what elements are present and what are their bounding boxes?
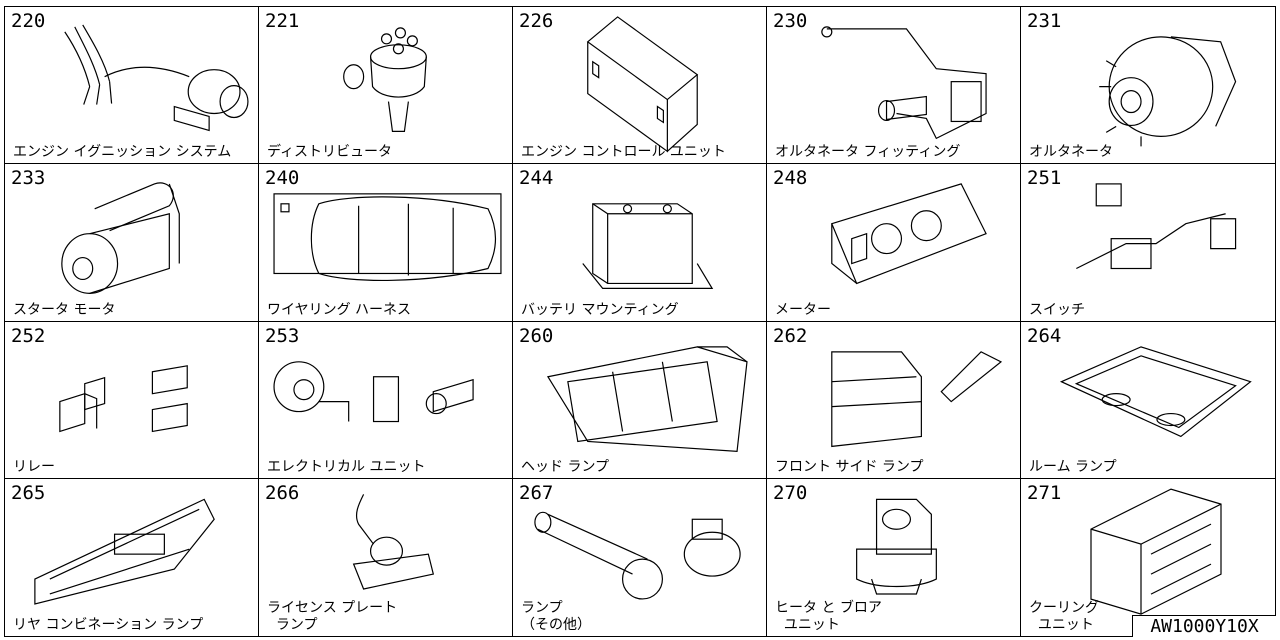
relay-icon	[59, 364, 188, 432]
category-name: エンジン イグニッション システム	[13, 144, 232, 161]
category-cell-233[interactable]: 233 スタータ モータ	[5, 164, 259, 322]
category-name: バッテリ マウンティング	[521, 301, 679, 318]
category-name: スタータ モータ	[13, 301, 116, 318]
alternator-fitting-icon	[821, 26, 987, 140]
category-name: エンジン コントロール ユニット	[521, 144, 726, 161]
catalog-reference-code: AW1000Y10X	[1132, 615, 1276, 637]
category-code: 220	[11, 10, 46, 32]
wiring-harness-icon	[273, 193, 502, 282]
category-code: 260	[519, 324, 554, 347]
distributor-icon	[343, 27, 427, 132]
license-plate-lamp-icon	[352, 493, 435, 590]
category-name: ルーム ランプ	[1029, 458, 1117, 475]
category-cell-240[interactable]: 240 ワイヤリング ハーネス	[259, 164, 513, 322]
category-name: オルタネータ フィッティング	[775, 144, 961, 161]
head-lamp-icon	[546, 345, 748, 452]
switch-icon	[1076, 183, 1237, 270]
category-code: 270	[773, 481, 808, 504]
category-cell-271[interactable]: 271 クーリング ユニット	[1021, 479, 1275, 636]
category-cell-262[interactable]: 262 フロント サイド ランプ	[767, 321, 1021, 479]
heater-blower-unit-icon	[856, 498, 937, 595]
category-name: ヒータ と ブロア ユニット	[775, 600, 882, 633]
category-cell-248[interactable]: 248 メーター	[767, 164, 1021, 322]
ignition-system-icon	[64, 24, 249, 132]
category-name: クーリング ユニット	[1029, 600, 1099, 633]
category-name: ライセンス プレート ランプ	[267, 600, 398, 633]
category-code: 267	[519, 481, 554, 504]
category-code: 221	[265, 10, 300, 32]
cooling-unit-icon	[1090, 488, 1222, 615]
room-lamp-icon	[1059, 345, 1252, 437]
engine-control-unit-icon	[586, 16, 699, 153]
category-name: オルタネータ	[1029, 144, 1113, 161]
category-name: スイッチ	[1029, 301, 1085, 318]
category-code: 231	[1027, 10, 1062, 32]
category-cell-251[interactable]: 251 スイッチ	[1021, 164, 1275, 322]
lamp-other-icon	[534, 511, 741, 600]
category-name: エレクトリカル ユニット	[267, 458, 426, 475]
category-cell-253[interactable]: 253 エレクトリカル ユニット	[259, 321, 513, 479]
battery-mounting-icon	[582, 203, 714, 290]
category-name: フロント サイド ランプ	[775, 458, 924, 475]
category-cell-260[interactable]: 260 ヘッド ランプ	[513, 321, 767, 479]
category-cell-270[interactable]: 270 ヒータ と ブロア ユニット	[767, 478, 1021, 636]
meter-icon	[830, 183, 987, 285]
category-cell-231[interactable]: 231 オルタネータ	[1021, 7, 1275, 165]
category-code: 226	[519, 10, 554, 32]
category-cell-265[interactable]: 265 リヤ コンビネーション ランプ	[5, 478, 259, 636]
starter-motor-icon	[61, 182, 180, 295]
category-code: 262	[773, 324, 808, 347]
parts-category-grid: 220 エンジン イグニッション システム 221 ディストリビュータ 226 …	[4, 6, 1276, 637]
category-cell-266[interactable]: 266 ライセンス プレート ランプ	[259, 478, 513, 636]
category-name: メーター	[775, 301, 831, 318]
category-code: 264	[1027, 324, 1062, 347]
category-name: リヤ コンビネーション ランプ	[13, 617, 204, 633]
electrical-unit-icon	[273, 360, 474, 422]
category-code: 244	[519, 167, 554, 190]
category-code: 230	[773, 10, 808, 32]
category-code: 253	[265, 324, 300, 347]
category-name: リレー	[13, 458, 55, 475]
category-code: 252	[11, 324, 46, 347]
category-cell-244[interactable]: 244 バッテリ マウンティング	[513, 164, 767, 322]
alternator-icon	[1099, 36, 1237, 147]
category-code: 271	[1027, 481, 1062, 504]
category-name: ディストリビュータ	[267, 144, 393, 161]
category-code: 233	[11, 167, 46, 190]
category-code: 251	[1027, 167, 1062, 190]
category-name: ヘッド ランプ	[521, 458, 610, 475]
category-code: 266	[265, 481, 300, 504]
category-cell-226[interactable]: 226 エンジン コントロール ユニット	[513, 7, 767, 165]
category-name: ワイヤリング ハーネス	[267, 301, 412, 318]
category-code: 240	[265, 167, 300, 190]
category-cell-264[interactable]: 264 ルーム ランプ	[1021, 322, 1275, 479]
rear-combination-lamp-icon	[34, 498, 215, 605]
category-cell-252[interactable]: 252 リレー	[5, 321, 259, 479]
category-code: 248	[773, 167, 808, 190]
category-cell-230[interactable]: 230 オルタネータ フィッティング	[767, 7, 1021, 165]
category-cell-220[interactable]: 220 エンジン イグニッション システム	[5, 7, 259, 165]
category-name: ランプ （その他）	[521, 600, 591, 633]
front-side-lamp-icon	[831, 350, 1003, 447]
category-code: 265	[11, 481, 46, 504]
category-cell-267[interactable]: 267 ランプ （その他）	[513, 478, 767, 636]
category-cell-221[interactable]: 221 ディストリビュータ	[259, 7, 513, 165]
